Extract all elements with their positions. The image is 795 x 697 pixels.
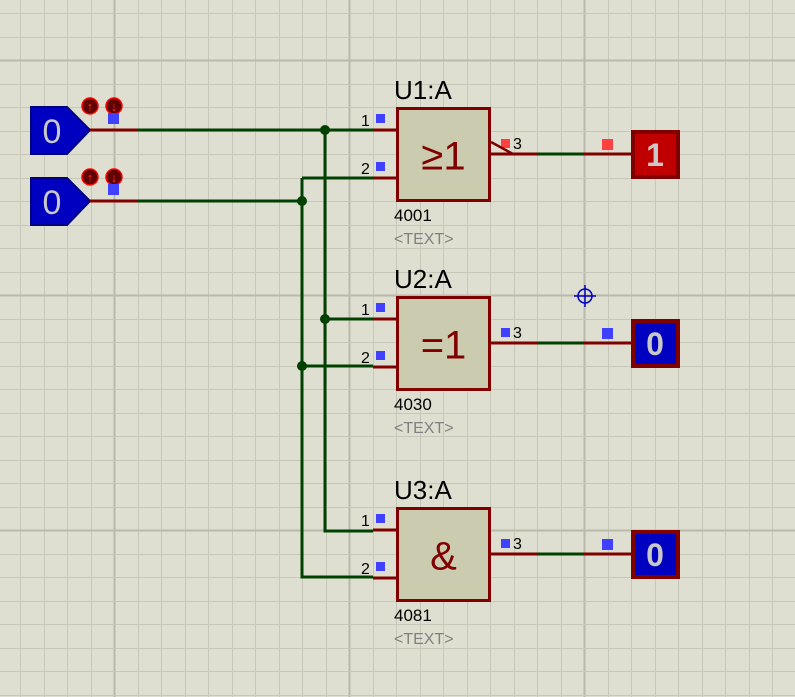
junction-dot [320, 125, 330, 135]
pin-state-marker [501, 139, 510, 148]
probe-body[interactable] [631, 530, 680, 579]
junction-dot [320, 314, 330, 324]
gate-symbol: & [430, 535, 457, 579]
gate-text-placeholder[interactable]: <TEXT> [394, 631, 454, 648]
logic-state-input[interactable]: 0 ↑ ↓ [30, 168, 137, 226]
gate-part-label[interactable]: 4081 [394, 606, 432, 625]
gate-text-placeholder[interactable]: <TEXT> [394, 420, 454, 437]
pin-number: 3 [513, 536, 522, 553]
pin-state-marker [501, 328, 510, 337]
svg-text:↑: ↑ [87, 99, 94, 114]
gate-part-label[interactable]: 4001 [394, 206, 432, 225]
logic-state-input[interactable]: 0 ↑ ↓ [30, 97, 137, 155]
logic-gate-xor[interactable]: U2:A 1 2 3 =1 4030 <TEXT> [361, 264, 537, 437]
probe-value: 0 [646, 537, 664, 573]
pin-state-marker [376, 162, 385, 171]
gate-symbol: =1 [421, 324, 467, 368]
inversion-marker [490, 140, 514, 156]
crosshair-cursor-icon [574, 285, 596, 307]
pin-state-marker [501, 539, 510, 548]
pin-number: 1 [361, 113, 370, 130]
pin-state-marker [602, 539, 613, 550]
wire-bus-a-vertical[interactable] [323, 130, 373, 533]
logic-state-body[interactable] [30, 106, 92, 155]
gate-body[interactable] [396, 507, 491, 602]
gate-reference-label[interactable]: U2:A [394, 264, 452, 294]
logic-state-value: 0 [43, 184, 62, 222]
gate-body[interactable] [396, 296, 491, 391]
wire-bus-b-vertical[interactable] [300, 178, 373, 579]
pin-number: 2 [361, 350, 370, 367]
pin-number: 3 [513, 325, 522, 342]
probe-value: 1 [646, 137, 664, 173]
pin-state-marker [376, 351, 385, 360]
pin-state-marker [376, 562, 385, 571]
pin-state-marker [602, 139, 613, 150]
toggle-up-icon[interactable]: ↑ [81, 97, 99, 115]
pin-number: 2 [361, 561, 370, 578]
toggle-down-icon[interactable]: ↓ [105, 168, 123, 186]
pin-state-marker [602, 328, 613, 339]
wires [137, 128, 584, 579]
logic-probe[interactable]: 1 [584, 130, 680, 179]
gate-reference-label[interactable]: U1:A [394, 75, 452, 105]
probe-value: 0 [646, 326, 664, 362]
pin-number: 3 [513, 136, 522, 153]
junction-dot [297, 196, 307, 206]
probe-body[interactable] [631, 130, 680, 179]
logic-gate-and[interactable]: U3:A 1 2 3 & 4081 <TEXT> [361, 475, 537, 648]
pin-number: 1 [361, 302, 370, 319]
pin-state-marker [108, 113, 119, 124]
pin-state-marker [376, 303, 385, 312]
pin-state-marker [376, 114, 385, 123]
gate-reference-label[interactable]: U3:A [394, 475, 452, 505]
gate-part-label[interactable]: 4030 [394, 395, 432, 414]
junction-dot [297, 361, 307, 371]
pin-state-marker [108, 184, 119, 195]
gate-symbol: ≥1 [421, 135, 465, 179]
gate-body[interactable] [396, 107, 491, 202]
toggle-up-icon[interactable]: ↑ [81, 168, 99, 186]
svg-text:↓: ↓ [111, 99, 118, 114]
pin-number: 2 [361, 161, 370, 178]
pin-number: 1 [361, 513, 370, 530]
gate-text-placeholder[interactable]: <TEXT> [394, 231, 454, 248]
logic-state-body[interactable] [30, 177, 92, 226]
logic-state-value: 0 [43, 113, 62, 151]
logic-probe[interactable]: 0 [584, 530, 680, 579]
pin-state-marker [376, 514, 385, 523]
logic-probe[interactable]: 0 [584, 319, 680, 368]
logic-gate-nor[interactable]: U1:A 1 2 3 ≥1 4001 <TEXT> [361, 75, 537, 248]
svg-text:↓: ↓ [111, 170, 118, 185]
probe-body[interactable] [631, 319, 680, 368]
svg-text:↑: ↑ [87, 170, 94, 185]
toggle-down-icon[interactable]: ↓ [105, 97, 123, 115]
junctions [297, 125, 330, 371]
